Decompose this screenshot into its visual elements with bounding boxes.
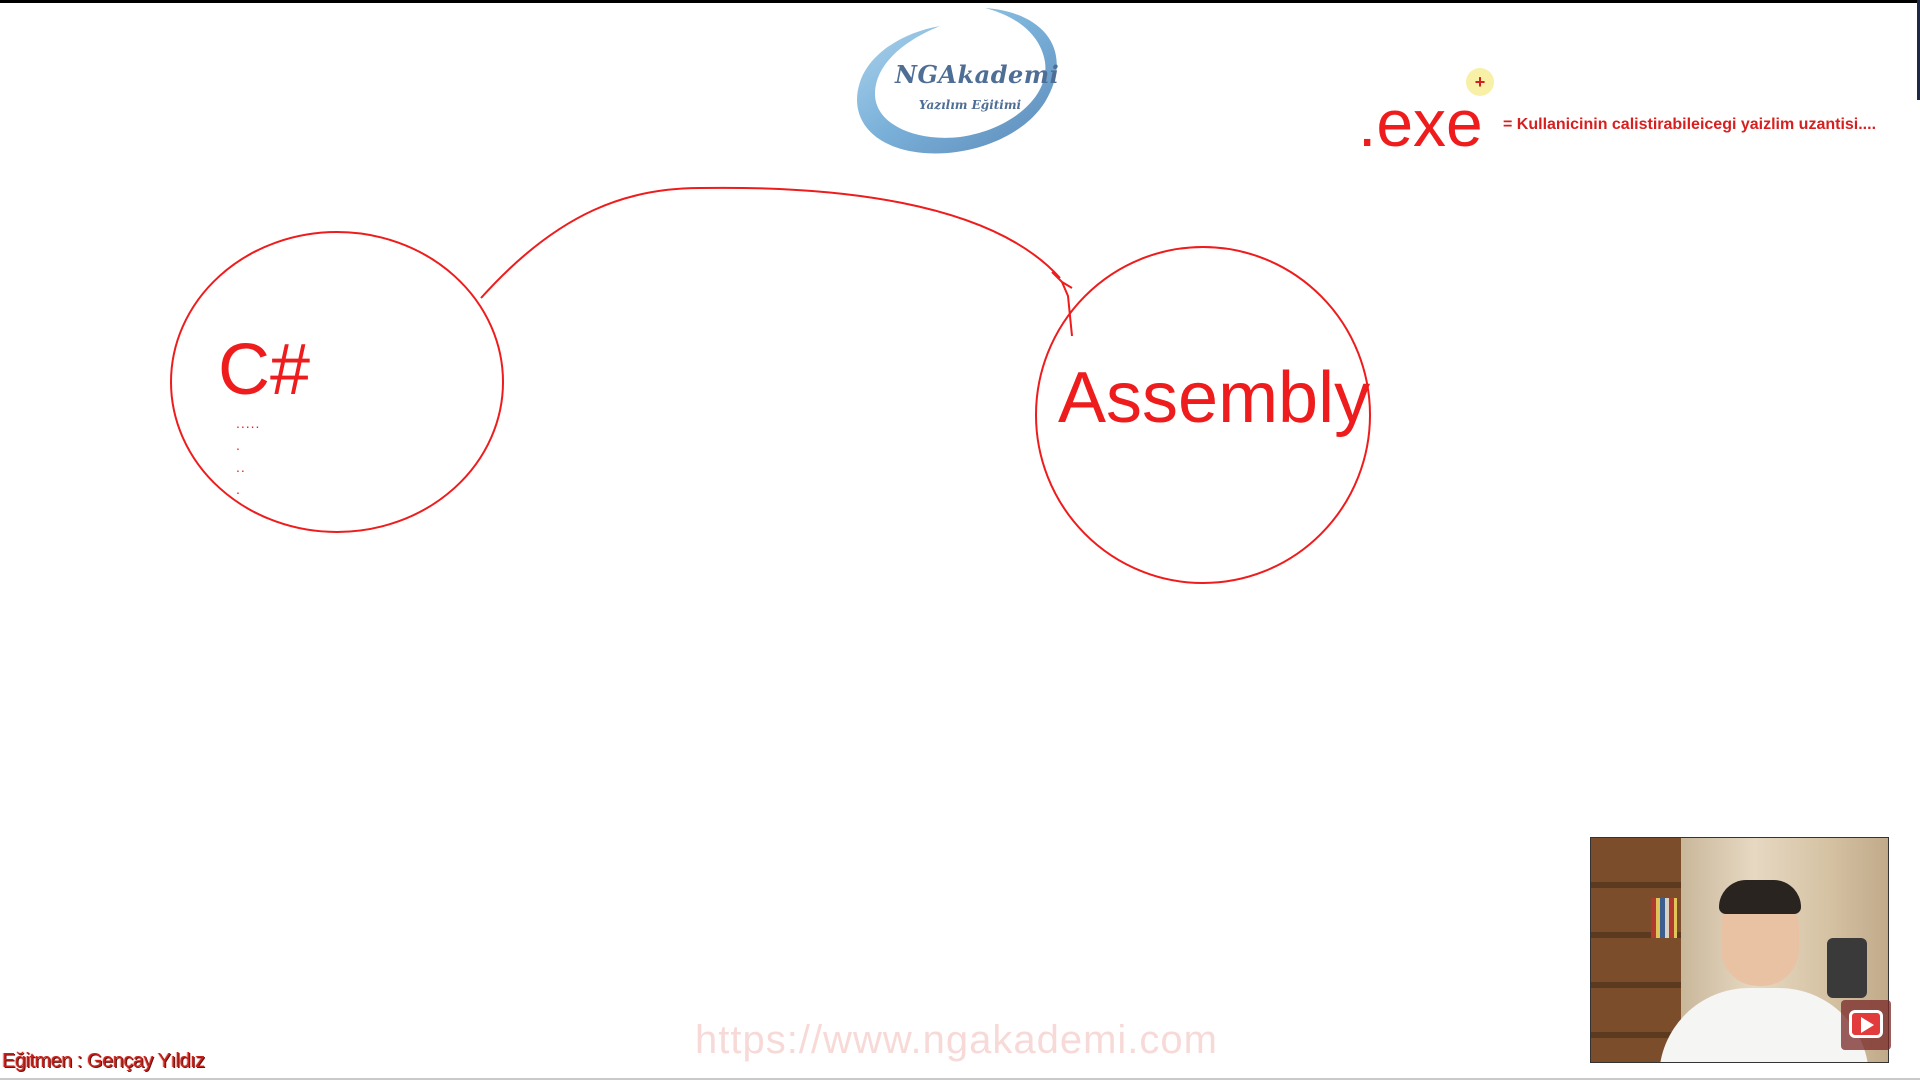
logo-title: NGAkademi <box>895 60 1060 89</box>
compile-arrow <box>480 186 1061 299</box>
website-watermark: https://www.ngakademi.com <box>695 1018 1218 1062</box>
assembly-label: Assembly <box>1058 358 1371 438</box>
csharp-label: C# <box>218 330 311 410</box>
assembly-circle <box>1035 246 1371 584</box>
bottom-edge <box>0 1078 1920 1080</box>
logo-subtitle: Yazılım Eğitimi <box>918 98 1022 112</box>
webcam-bookshelf <box>1591 838 1681 1062</box>
youtube-play-button[interactable] <box>1841 1000 1891 1050</box>
instructor-credit: Eğitmen : Gençay Yıldız <box>2 1050 205 1072</box>
dots-line: ..... <box>236 415 261 431</box>
arrow-head-icon <box>1051 271 1073 337</box>
right-edge <box>1917 0 1920 100</box>
top-border <box>0 0 1920 3</box>
exe-description: = Kullanicinin calistirabileicegi yaizli… <box>1503 116 1877 133</box>
presenter-hair <box>1719 880 1801 914</box>
csharp-circle <box>170 231 504 533</box>
csharp-dots: ..... . .. . <box>236 412 260 500</box>
pen-cursor-icon: + <box>1466 68 1494 96</box>
dots-line: .. <box>236 459 246 475</box>
dots-line: . <box>236 437 241 453</box>
play-triangle-icon <box>1861 1017 1874 1033</box>
webcam-books <box>1651 898 1677 938</box>
dots-line: . <box>236 481 241 497</box>
webcam-overlay <box>1590 837 1889 1063</box>
exe-label: .exe <box>1358 86 1483 160</box>
webcam-chair <box>1827 938 1867 998</box>
ngakademi-logo: NGAkademi Yazılım Eğitimi <box>845 2 1075 162</box>
youtube-play-icon <box>1849 1010 1883 1038</box>
